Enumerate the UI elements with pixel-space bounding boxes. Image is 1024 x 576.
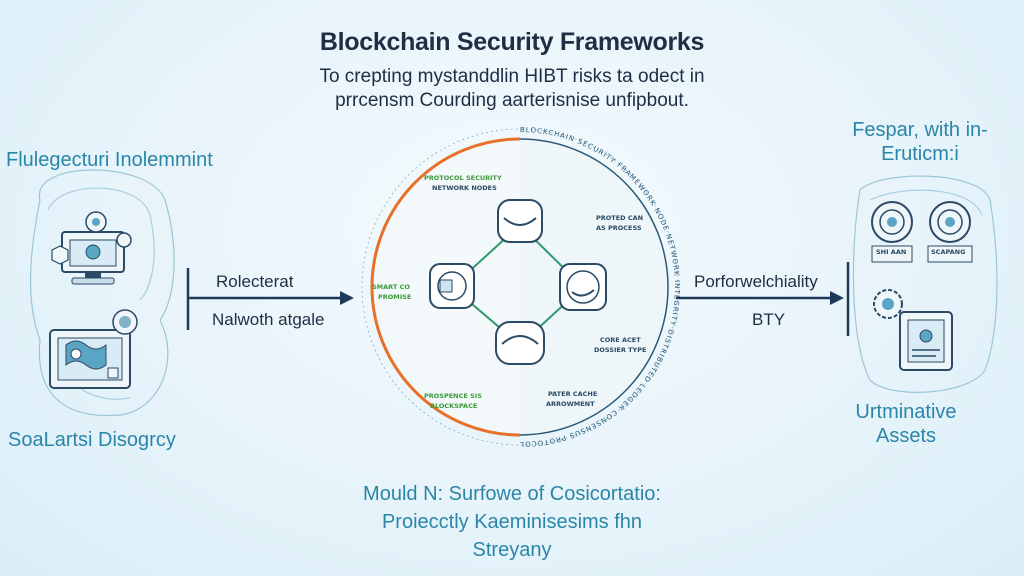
subtitle-line-2: prrcensm Courding aarterisnise unfipbout… bbox=[335, 90, 689, 111]
label-right-bottom-1: CORE ACET bbox=[600, 336, 641, 344]
left-arrow bbox=[186, 268, 354, 330]
left-computer-icon bbox=[51, 211, 132, 285]
node-left bbox=[429, 263, 475, 309]
right-document-icon bbox=[899, 311, 953, 371]
label-right-bottom-2: DOSSIER TYPE bbox=[594, 346, 646, 354]
footer-caption-line-3: Streyany bbox=[472, 539, 552, 561]
label-bottom-left-1: PROSPENCE SIS bbox=[424, 392, 482, 400]
footer-caption-line-2: Proiecctly Kaeminisesims fhn bbox=[381, 511, 643, 533]
left-arrow-label-top: Rolecterat bbox=[216, 272, 294, 291]
node-right bbox=[559, 263, 607, 311]
right-top-label-line-2: Eruticm:i bbox=[881, 143, 959, 165]
label-bottom-left-2: BLOCKSPACE bbox=[430, 402, 477, 410]
node-top bbox=[497, 199, 543, 243]
footer-caption-line-1: Mould N: Surfowe of Cosicortatio: bbox=[363, 483, 661, 505]
right-arrow bbox=[676, 262, 850, 336]
node-bottom bbox=[495, 321, 545, 365]
label-bottom-right-2: ARROWMENT bbox=[546, 400, 595, 408]
right-top-label-line-1: Fespar, with in- bbox=[852, 119, 988, 141]
label-right-top-1: PROTED CAN bbox=[596, 214, 643, 222]
right-icon-label-2: SCAPANG bbox=[931, 248, 965, 256]
right-badge-icon-1 bbox=[871, 201, 913, 263]
right-bottom-label-line-2: Assets bbox=[875, 425, 937, 447]
right-arrow-label-top: Porforwelchiality bbox=[694, 272, 818, 291]
left-bottom-label: SoaLartsi Disogrcy bbox=[8, 429, 176, 451]
right-badge-icon-2 bbox=[927, 201, 973, 263]
left-top-label: Flulegecturi Inolemmint bbox=[6, 149, 213, 171]
label-bottom-right-1: PATER CACHE bbox=[548, 390, 597, 398]
right-arrow-label-bottom: BTY bbox=[752, 310, 786, 329]
page-title: Blockchain Security Frameworks bbox=[319, 28, 705, 56]
right-illustration bbox=[852, 175, 998, 393]
label-left-2: PROMISE bbox=[378, 293, 411, 301]
right-icon-label-1: SHI AAN bbox=[876, 248, 906, 256]
label-top-left-2: NETWORK NODES bbox=[432, 184, 497, 192]
label-top-left-1: PROTOCOL SECURITY bbox=[424, 174, 502, 182]
right-bottom-label-line-1: Urtminative bbox=[855, 401, 957, 423]
center-diagram: BLOCKCHAIN SECURITY FRAMEWORK NODE NETWO… bbox=[361, 126, 680, 448]
label-left-1: SMART CO bbox=[372, 283, 410, 291]
left-arrow-label-bottom: Nalwoth atgale bbox=[212, 310, 325, 329]
right-gear-icon bbox=[873, 289, 903, 319]
subtitle-line-1: To crepting mystanddlin HIBT risks ta od… bbox=[319, 66, 705, 87]
label-right-top-2: AS PROCESS bbox=[596, 224, 642, 232]
left-tablet-icon bbox=[49, 309, 138, 389]
